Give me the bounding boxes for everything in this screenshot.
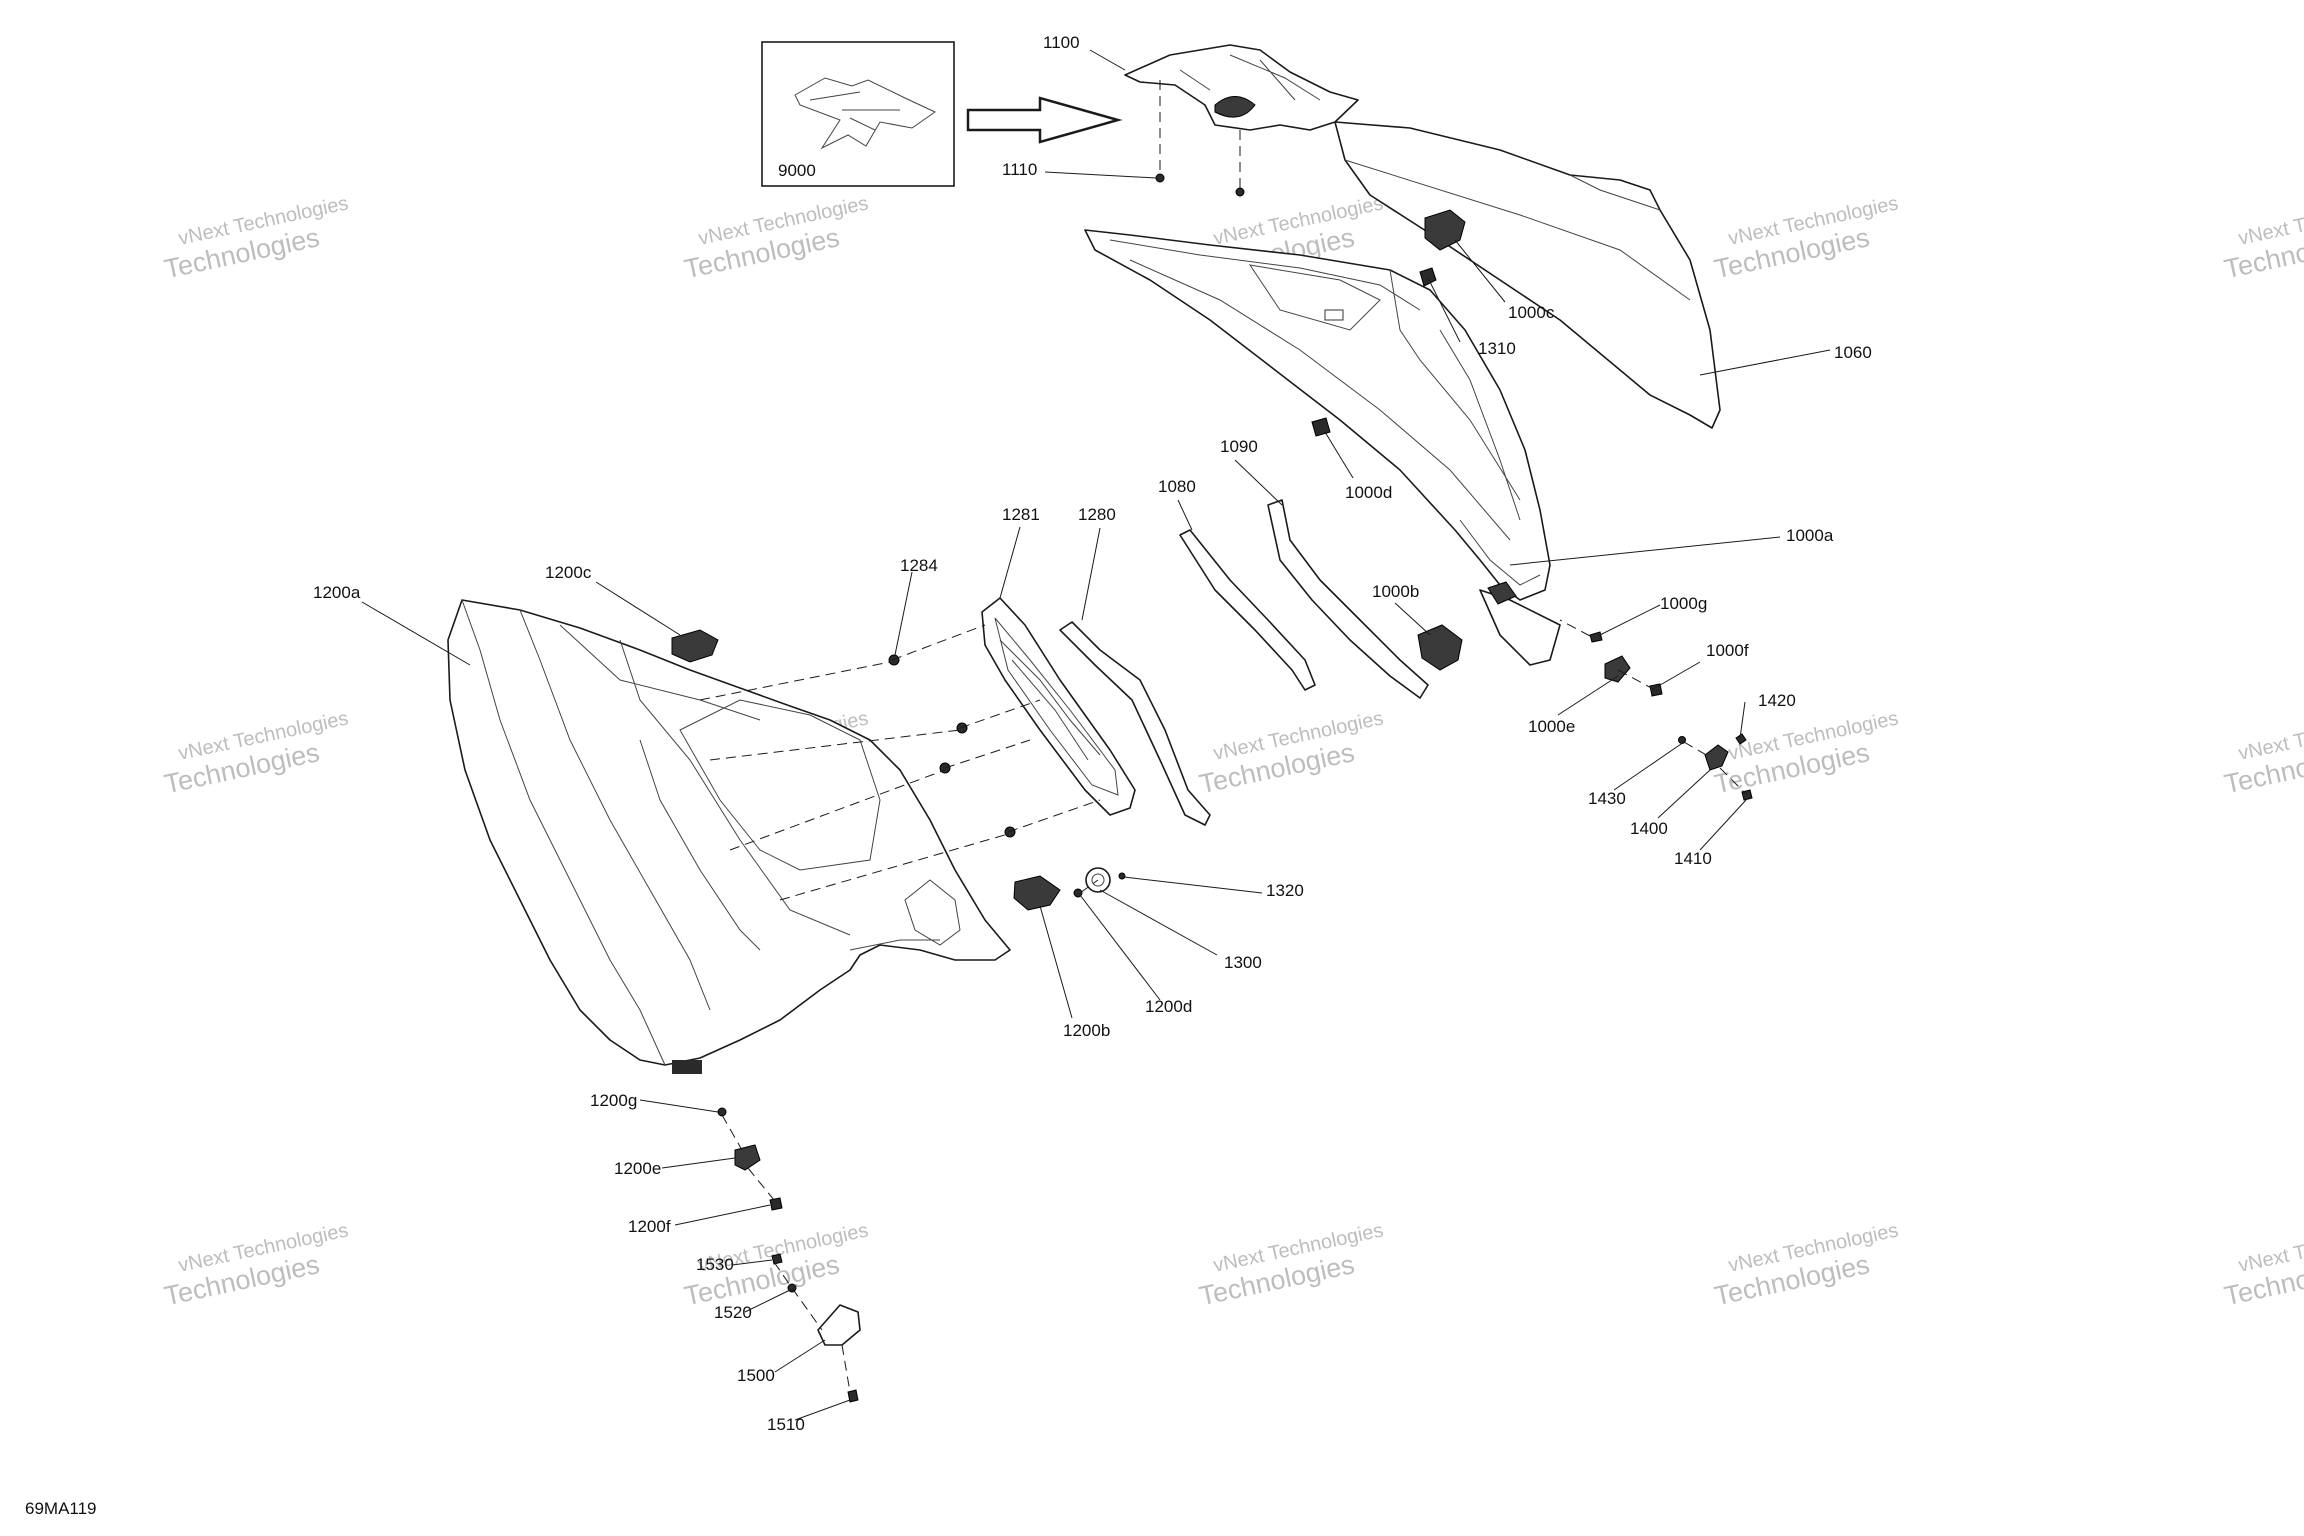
part-1200e-clip	[734, 1144, 761, 1171]
part-1200a-side-panel	[447, 599, 1011, 1074]
part-1200g-washer	[717, 1107, 727, 1117]
arrow-icon	[966, 96, 1123, 144]
callout-1000a: 1000a	[1786, 526, 1834, 545]
callout-1200c: 1200c	[545, 563, 592, 582]
part-1000a-upper-fairing	[1084, 229, 1551, 601]
callout-1280: 1280	[1078, 505, 1116, 524]
callout-1200g: 1200g	[590, 1091, 637, 1110]
part-1000d-clip	[1311, 417, 1331, 437]
part-1000g-washer	[1589, 631, 1603, 643]
callout-1200b: 1200b	[1063, 1021, 1110, 1040]
part-1281-grille	[981, 597, 1136, 816]
callout-1000c: 1000c	[1508, 303, 1555, 322]
callout-1530: 1530	[696, 1255, 734, 1274]
part-1080-trim	[1179, 529, 1316, 691]
callout-1090: 1090	[1220, 437, 1258, 456]
part-1310-fastener	[1419, 267, 1437, 287]
callout-1200a: 1200a	[313, 583, 361, 602]
callout-1500: 1500	[737, 1366, 775, 1385]
callout-1060: 1060	[1834, 343, 1872, 362]
part-1500-bracket	[817, 1304, 861, 1346]
part-1200f-screw	[769, 1197, 783, 1211]
part-1100-console	[1124, 44, 1359, 131]
part-1280-trim	[1059, 621, 1211, 826]
drawing-number: 69MA119	[25, 1499, 97, 1518]
callout-1110: 1110	[1002, 160, 1037, 179]
callout-1510: 1510	[767, 1415, 805, 1434]
leader-lines	[361, 49, 1831, 1421]
callout-labels: 1100 1110 1000c 1310 1060 1090 1000d 1080 1281 12…	[313, 33, 1872, 1434]
part-1200c-clip	[671, 629, 719, 663]
part-1110-screw	[1155, 173, 1165, 183]
callout-1080: 1080	[1158, 477, 1196, 496]
part-1000b-clip	[1417, 624, 1463, 671]
part-1200b-clip	[1013, 875, 1061, 911]
callout-1300: 1300	[1224, 953, 1262, 972]
callout-1320: 1320	[1266, 881, 1304, 900]
part-1000e-clip	[1604, 655, 1631, 683]
callout-1000e: 1000e	[1528, 717, 1575, 736]
inset-box-9000: 9000	[761, 41, 955, 187]
inset-label: 9000	[778, 161, 816, 180]
part-1530-washer	[771, 1253, 783, 1265]
part-1400-latch	[1704, 744, 1729, 771]
callout-1200e: 1200e	[614, 1159, 661, 1178]
callout-1281: 1281	[1002, 505, 1040, 524]
callout-1000b: 1000b	[1372, 582, 1419, 601]
assembly-lines	[699, 80, 1747, 1393]
callout-1284: 1284	[900, 556, 938, 575]
callout-1100: 1100	[1043, 33, 1080, 52]
callout-1200f: 1200f	[628, 1217, 671, 1236]
callout-1520: 1520	[714, 1303, 752, 1322]
callout-1200d: 1200d	[1145, 997, 1192, 1016]
callout-1000f: 1000f	[1706, 641, 1749, 660]
part-1510-screw	[847, 1389, 859, 1403]
callout-1410: 1410	[1674, 849, 1712, 868]
callout-1430: 1430	[1588, 789, 1626, 808]
part-1000f-screw	[1649, 683, 1663, 697]
part-1090-trim	[1267, 499, 1429, 699]
callout-1400: 1400	[1630, 819, 1668, 838]
callout-1420: 1420	[1758, 691, 1796, 710]
part-1320-screw	[1118, 872, 1126, 880]
callout-1000g: 1000g	[1660, 594, 1707, 613]
callout-1000d: 1000d	[1345, 483, 1392, 502]
callout-1310: 1310	[1478, 339, 1516, 358]
